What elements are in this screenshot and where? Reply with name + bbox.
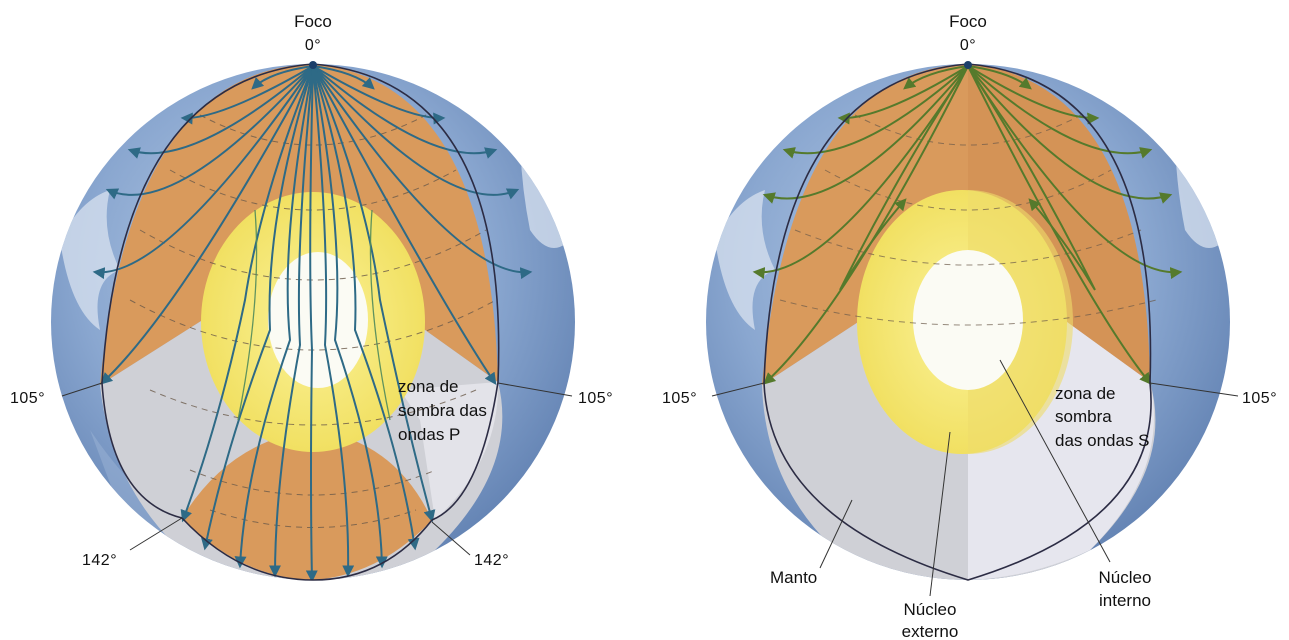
right-focus-angle: 0° <box>960 37 976 54</box>
left-focus-angle: 0° <box>305 37 321 54</box>
right-shadow-zone-line-3: das ondas S <box>1055 431 1150 450</box>
right-focus-dot <box>964 61 972 69</box>
left-shadow-zone-line-1: zona de <box>398 377 459 396</box>
right-globe: Foco 0° 105° 105° zona de sombra das ond… <box>662 12 1277 640</box>
right-label-outer-core-2: externo <box>902 622 959 640</box>
right-label-inner-core-1: Núcleo <box>1099 568 1152 587</box>
right-label-inner-core-2: interno <box>1099 591 1151 610</box>
right-focus-label: Foco <box>949 12 987 31</box>
right-shadow-zone-line-1: zona de <box>1055 384 1116 403</box>
left-angle-105-right: 105° <box>578 390 613 407</box>
left-globe: Foco 0° 105° 105° 142° 142° zona de somb… <box>10 12 613 581</box>
right-label-mantle: Manto <box>770 568 817 587</box>
left-focus-label: Foco <box>294 12 332 31</box>
right-inner-core <box>913 250 1023 390</box>
left-shadow-zone-line-3: ondas P <box>398 425 460 444</box>
left-focus-dot <box>309 61 317 69</box>
left-inner-core <box>268 252 368 388</box>
right-angle-105-left: 105° <box>662 390 697 407</box>
right-shadow-zone-line-2: sombra <box>1055 407 1112 426</box>
right-label-outer-core-1: Núcleo <box>904 600 957 619</box>
left-angle-142-left: 142° <box>82 552 117 569</box>
left-angle-142-right: 142° <box>474 552 509 569</box>
left-shadow-zone-line-2: sombra das <box>398 401 487 420</box>
left-angle-105-left: 105° <box>10 390 45 407</box>
right-angle-105-right: 105° <box>1242 390 1277 407</box>
